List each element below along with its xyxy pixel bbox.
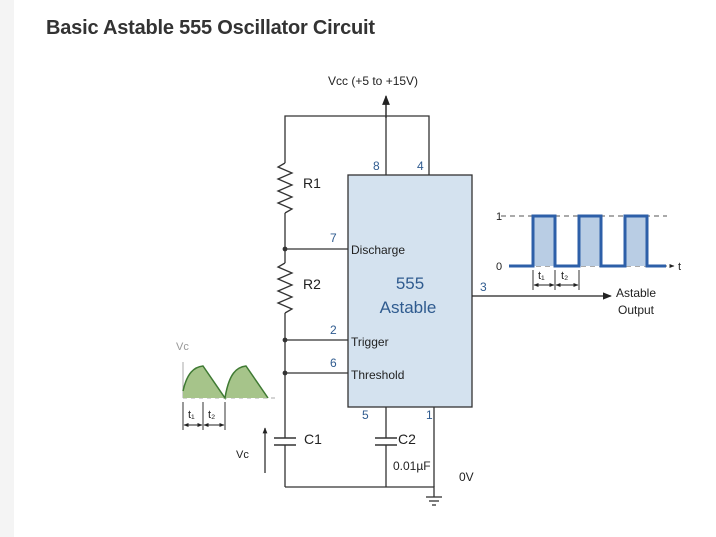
pin-5-number: 5 [362,408,369,422]
capacitor-c2-label: C2 [398,431,416,447]
vc-side-label: Vc [236,449,249,461]
cap-charge-curve-1-fill [183,366,225,398]
cap-charge-curve-2-fill [225,366,268,398]
output-label-line2: Output [618,303,655,317]
cap-t1-label: t₁ [188,409,195,421]
output-time-axis-label: t [678,261,681,273]
cap-t2-label: t₂ [208,409,215,421]
ground-symbol [426,496,442,506]
capacitor-voltage-waveform: Vc t₁ t₂ [176,341,276,430]
output-label-line1: Astable [616,286,656,300]
junction-discharge [282,246,288,252]
chip-type: Astable [380,298,437,317]
output-square-wave [509,214,666,268]
page-title: Basic Astable 555 Oscillator Circuit [46,17,375,39]
output-level-high: 1 [496,211,502,223]
chip-555 [347,174,473,408]
astable-555-circuit-diagram: Vcc (+5 to +15V) R1 R2 C1 Vc [176,74,681,506]
resistor-r2-label: R2 [303,276,321,292]
junction-threshold [282,370,288,376]
pin-8-number: 8 [373,159,380,173]
ground-rail [285,486,435,497]
cap-voltage-label: Vc [176,341,189,353]
pin-1-number: 1 [426,408,433,422]
chip-threshold-label: Threshold [351,368,404,382]
chip-discharge-label: Discharge [351,243,405,257]
capacitor-c1 [274,437,296,446]
cap-charge-curve [182,365,269,400]
pin-2-number: 2 [330,323,337,337]
resistor-r1-label: R1 [303,175,321,191]
output-waveform: 1 0 t t₁ t₂ [496,211,681,290]
ground-label: 0V [459,470,474,484]
supply-label: Vcc (+5 to +15V) [328,74,418,88]
output-t2-label: t₂ [561,270,568,282]
junction-trigger [282,337,288,343]
pin-4-number: 4 [417,159,424,173]
output-t1-label: t₁ [538,270,545,282]
capacitor-c2 [375,437,397,446]
pin-3-number: 3 [480,280,487,294]
chip-name: 555 [396,274,424,293]
top-rail-wire [284,115,430,175]
resistor-r2 [276,262,294,314]
resistor-r1 [276,162,294,214]
pin-6-number: 6 [330,356,337,370]
capacitor-c2-value: 0.01µF [393,459,431,473]
output-pulses [533,216,647,266]
chip-trigger-label: Trigger [351,335,389,349]
page: Basic Astable 555 Oscillator Circuit Vcc… [14,0,716,537]
pin-7-number: 7 [330,231,337,245]
output-level-low: 0 [496,261,502,273]
capacitor-c1-label: C1 [304,431,322,447]
